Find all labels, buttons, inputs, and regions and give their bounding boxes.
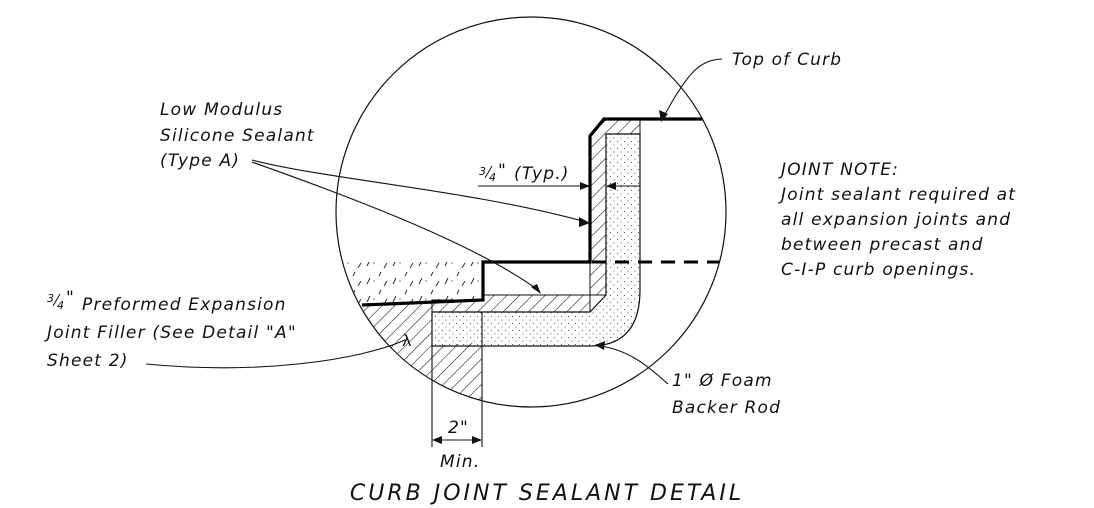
- svg-text:4: 4: [57, 299, 65, 312]
- dim-two-inch: 2": [448, 418, 469, 438]
- label-filler: 3 4 " Preformed Expansion Joint Filler (…: [44, 288, 304, 371]
- svg-text:4: 4: [489, 171, 497, 184]
- svg-text:(Typ.): (Typ.): [514, 164, 570, 184]
- foam-backer-rod: [431, 133, 641, 347]
- label-sealant: Low Modulus Silicone Sealant (Type A): [160, 100, 321, 171]
- label-backer-rod: 1" Ø Foam Backer Rod: [672, 371, 781, 418]
- svg-text:Preformed Expansion Join: Preformed Expansion Joint Filler (See De…: [44, 295, 304, 371]
- drawing-title: CURB JOINT SEALANT DETAIL: [350, 481, 744, 506]
- svg-text:3: 3: [479, 165, 487, 178]
- detail-circle: [335, 16, 727, 408]
- svg-text:3: 3: [47, 292, 55, 305]
- label-top-of-curb: Top of Curb: [732, 50, 842, 70]
- svg-text:": ": [498, 161, 507, 181]
- gutter-concrete-fill: [336, 262, 483, 306]
- joint-note: JOINT NOTE: Joint sealant required at al…: [778, 160, 1023, 280]
- curb-profile-line: [361, 117, 720, 307]
- svg-text:λ: λ: [402, 331, 413, 350]
- dim-three-quarter-typ: 3 4 " (Typ.): [479, 161, 570, 184]
- label-min: Min.: [440, 452, 480, 472]
- svg-text:": ": [66, 288, 75, 308]
